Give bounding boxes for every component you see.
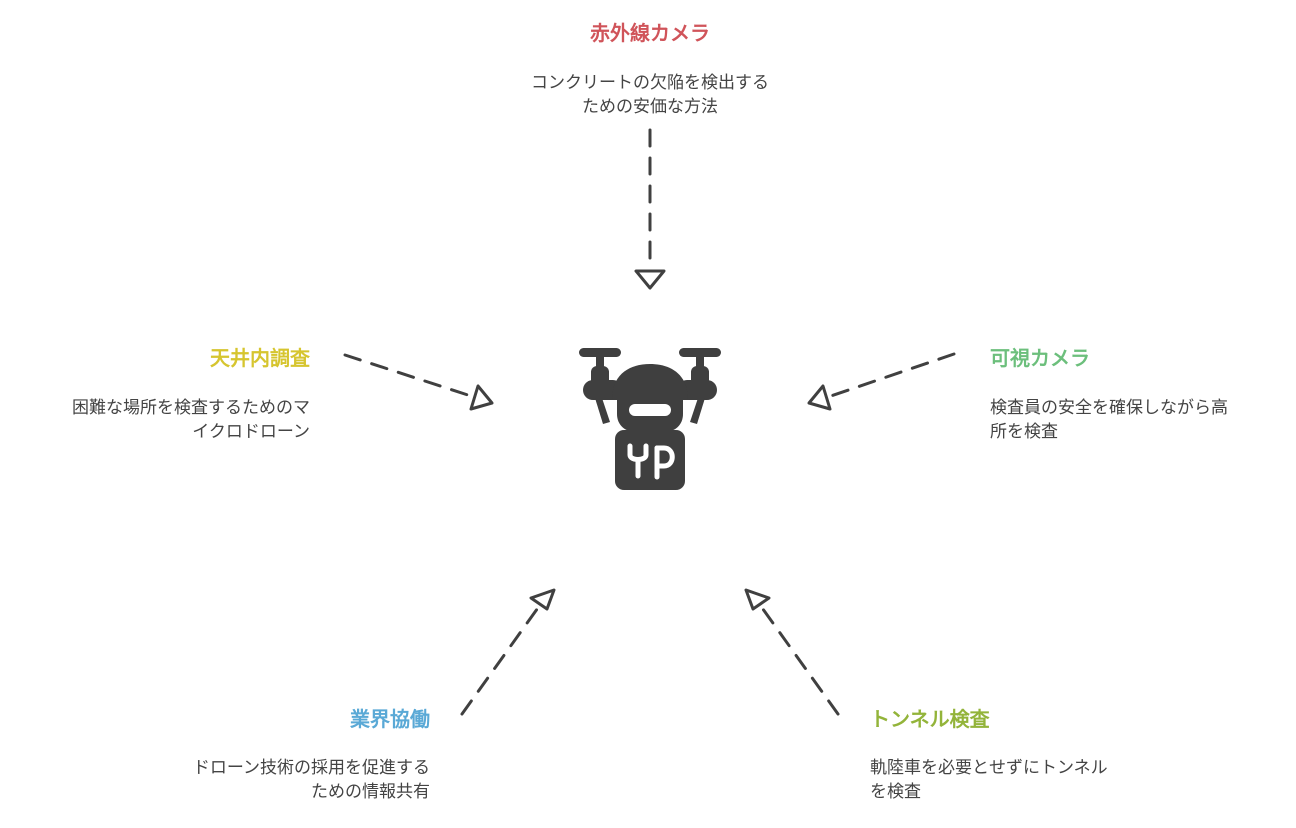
- industry-collab-desc-line1: ドローン技術の採用を促進する: [192, 758, 430, 778]
- industry-collab-desc: ドローン技術の採用を促進する ための情報共有: [110, 756, 430, 804]
- tunnel-inspection-title: トンネル検査: [870, 706, 1120, 732]
- arrow-infrared-camera: [634, 128, 666, 290]
- industry-collab-title: 業界協働: [180, 706, 430, 732]
- visible-camera-title: 可視カメラ: [990, 345, 1240, 371]
- ceiling-survey-desc-line2: イクロドローン: [192, 422, 310, 442]
- visible-camera-desc-line1: 検査員の安全を確保しながら高: [990, 398, 1228, 418]
- infrared-camera-desc: コンクリートの欠陥を検出する ための安価な方法: [480, 71, 820, 119]
- arrow-tunnel-inspection: [744, 588, 840, 716]
- ceiling-survey-desc-line1: 困難な場所を検査するためのマ: [72, 398, 310, 418]
- tunnel-inspection-title-text: トンネル検査: [870, 707, 990, 731]
- infrared-camera-title: 赤外線カメラ: [500, 20, 800, 46]
- tunnel-inspection-desc-line2: を検査: [870, 782, 921, 802]
- tunnel-inspection-desc-line1: 軌陸車を必要とせずにトンネル: [870, 758, 1108, 778]
- infrared-camera-desc-line1: コンクリートの欠陥を検出する: [531, 73, 769, 93]
- ceiling-survey-title: 天井内調査: [110, 345, 310, 371]
- arrow-industry-collab: [460, 588, 556, 716]
- ceiling-survey-title-text: 天井内調査: [210, 346, 310, 370]
- tunnel-inspection-desc: 軌陸車を必要とせずにトンネル を検査: [870, 756, 1190, 804]
- infrared-camera-title-text: 赤外線カメラ: [590, 21, 710, 45]
- visible-camera-desc-line2: 所を検査: [990, 422, 1058, 442]
- drone-icon: [579, 348, 721, 490]
- industry-collab-title-text: 業界協働: [350, 707, 430, 731]
- visible-camera-desc: 検査員の安全を確保しながら高 所を検査: [990, 396, 1286, 444]
- industry-collab-desc-line2: ための情報共有: [311, 782, 430, 802]
- ceiling-survey-desc: 困難な場所を検査するためのマ イクロドローン: [10, 396, 310, 444]
- arrow-ceiling-survey: [343, 353, 494, 411]
- visible-camera-title-text: 可視カメラ: [990, 346, 1090, 370]
- arrow-visible-camera: [807, 352, 956, 411]
- infrared-camera-desc-line2: ための安価な方法: [582, 97, 718, 117]
